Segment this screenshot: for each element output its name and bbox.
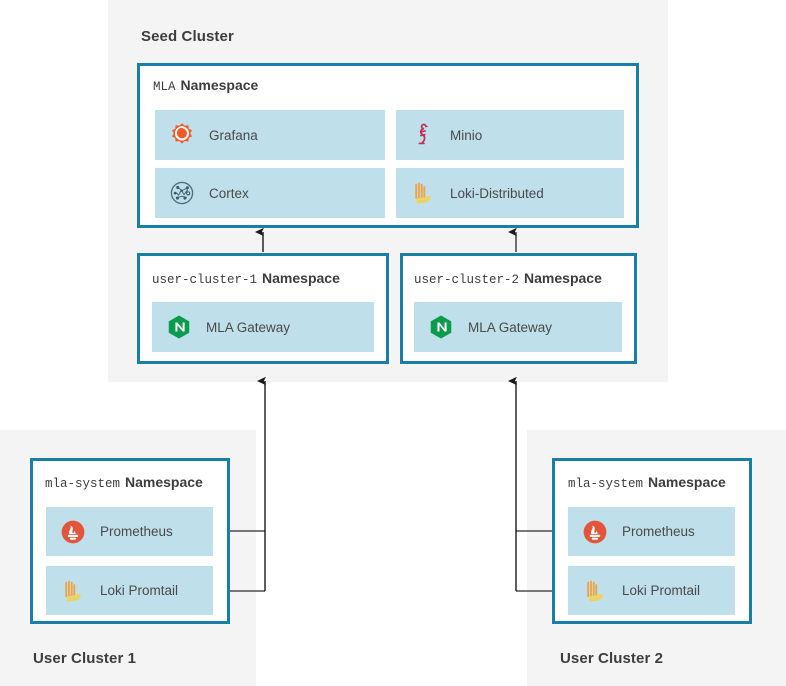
namespace-label-mla-system-uc2: mla-system Namespace	[568, 474, 726, 492]
service-loki-promtail-user-cluster-2[interactable]: Loki Promtail	[568, 566, 735, 615]
minio-flamingo-icon	[418, 123, 429, 145]
cortex-icon	[170, 181, 194, 205]
namespace-kind: Namespace	[125, 474, 203, 490]
namespace-label-mla-system-uc1: mla-system Namespace	[45, 474, 203, 492]
namespace-kind: Namespace	[524, 270, 602, 286]
grafana-icon	[172, 123, 192, 144]
service-prometheus-user-cluster-2[interactable]: Prometheus	[568, 507, 735, 556]
service-label: Grafana	[209, 127, 258, 143]
user-cluster-2-title: User Cluster 2	[560, 650, 664, 667]
service-loki-distributed[interactable]: Loki-Distributed	[396, 168, 624, 218]
service-label: Cortex	[209, 185, 249, 201]
service-cortex[interactable]: Cortex	[155, 168, 385, 218]
loki-icon	[587, 580, 603, 602]
user-cluster-1-title: User Cluster 1	[33, 650, 137, 667]
namespace-name: MLA	[153, 80, 176, 94]
service-mla-gateway-user-cluster-1[interactable]: MLA Gateway	[152, 302, 374, 352]
service-label: Prometheus	[100, 524, 173, 539]
prometheus-icon	[583, 520, 607, 543]
service-label: Prometheus	[622, 524, 695, 539]
service-label: Loki Promtail	[100, 583, 179, 598]
seed-cluster-title: Seed Cluster	[141, 28, 234, 45]
namespace-name: mla-system	[568, 477, 644, 491]
service-prometheus-user-cluster-1[interactable]: Prometheus	[46, 507, 213, 556]
namespace-kind: Namespace	[648, 474, 726, 490]
namespace-name: user-cluster-1	[152, 273, 258, 287]
prometheus-icon	[61, 520, 85, 543]
namespace-kind: Namespace	[180, 77, 259, 93]
service-label: Loki-Distributed	[450, 185, 544, 201]
service-label: MLA Gateway	[468, 319, 553, 335]
nginx-icon	[168, 315, 190, 339]
namespace-name: user-cluster-2	[414, 273, 520, 287]
service-label: MLA Gateway	[206, 319, 291, 335]
service-grafana[interactable]: Grafana	[155, 110, 385, 160]
namespace-kind: Namespace	[262, 270, 340, 286]
namespace-name: mla-system	[45, 477, 121, 491]
service-loki-promtail-user-cluster-1[interactable]: Loki Promtail	[46, 566, 213, 615]
namespace-label-user-cluster-1: user-cluster-1 Namespace	[152, 270, 340, 288]
loki-icon	[415, 182, 431, 204]
service-label: Loki Promtail	[622, 583, 701, 598]
loki-icon	[65, 580, 81, 602]
service-mla-gateway-user-cluster-2[interactable]: MLA Gateway	[414, 302, 622, 352]
nginx-icon	[430, 315, 452, 339]
namespace-label-mla: MLA Namespace	[153, 77, 258, 95]
namespace-label-user-cluster-2: user-cluster-2 Namespace	[414, 270, 602, 288]
service-minio[interactable]: Minio	[396, 110, 624, 160]
service-label: Minio	[450, 127, 483, 143]
